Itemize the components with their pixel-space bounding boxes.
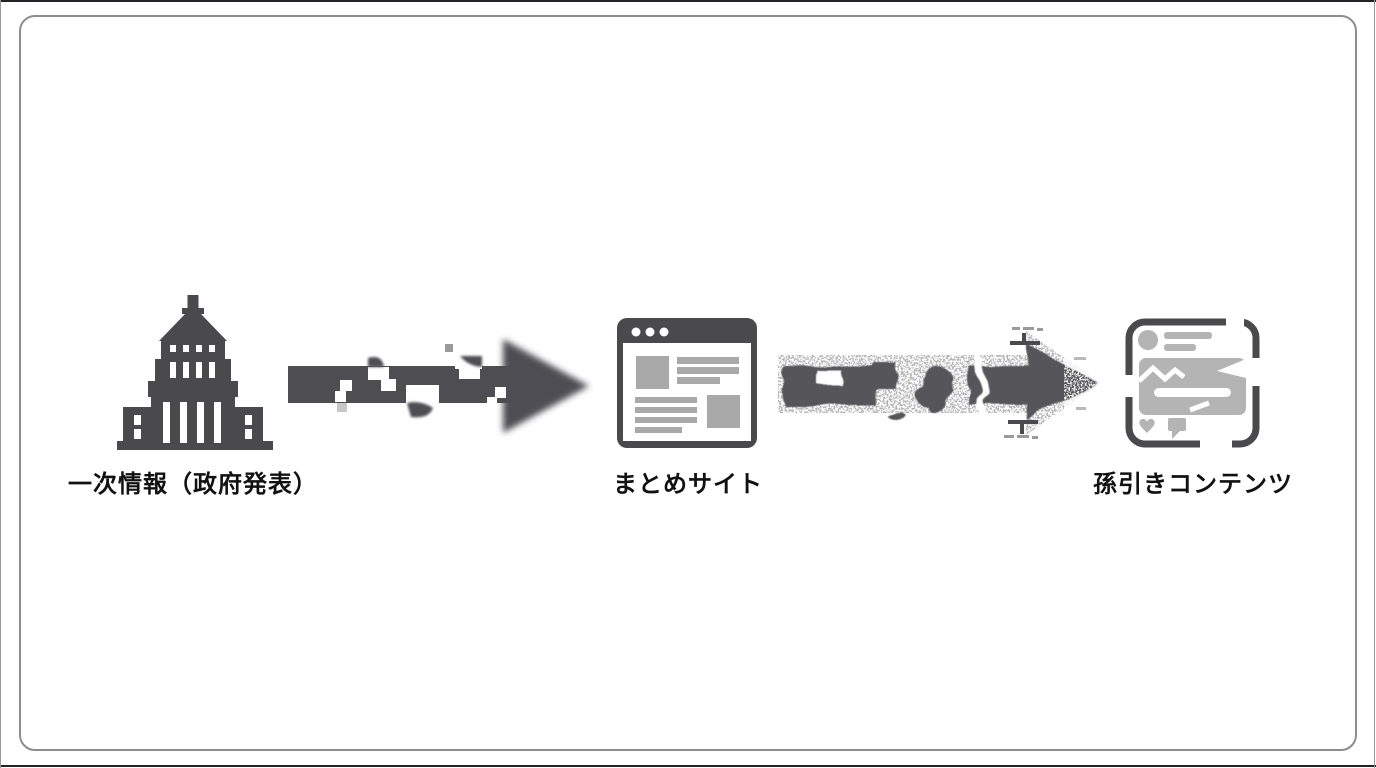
node-secondhand-content [1120, 313, 1265, 453]
sns-post-glitched-icon [1120, 313, 1265, 453]
page-right-edge-line [1374, 0, 1375, 768]
national-diet-building-icon [117, 295, 273, 450]
label-secondhand-content: 孫引きコンテンツ [1093, 470, 1293, 498]
connector-arrow-1 [283, 330, 593, 442]
browser-window-icon [617, 318, 757, 448]
glitched-arrow-icon [288, 339, 589, 433]
dissolved-arrow-icon [778, 327, 1101, 439]
page-left-edge-line [0, 0, 1, 768]
page-bottom-edge-line [0, 765, 1376, 767]
node-primary-source [115, 289, 275, 459]
connector-arrow-2 [776, 321, 1101, 446]
page-top-edge-line [0, 0, 1376, 2]
node-matome-site [613, 314, 761, 452]
label-matome-site: まとめサイト [613, 470, 763, 498]
label-primary-source: 一次情報（政府発表） [68, 470, 318, 498]
